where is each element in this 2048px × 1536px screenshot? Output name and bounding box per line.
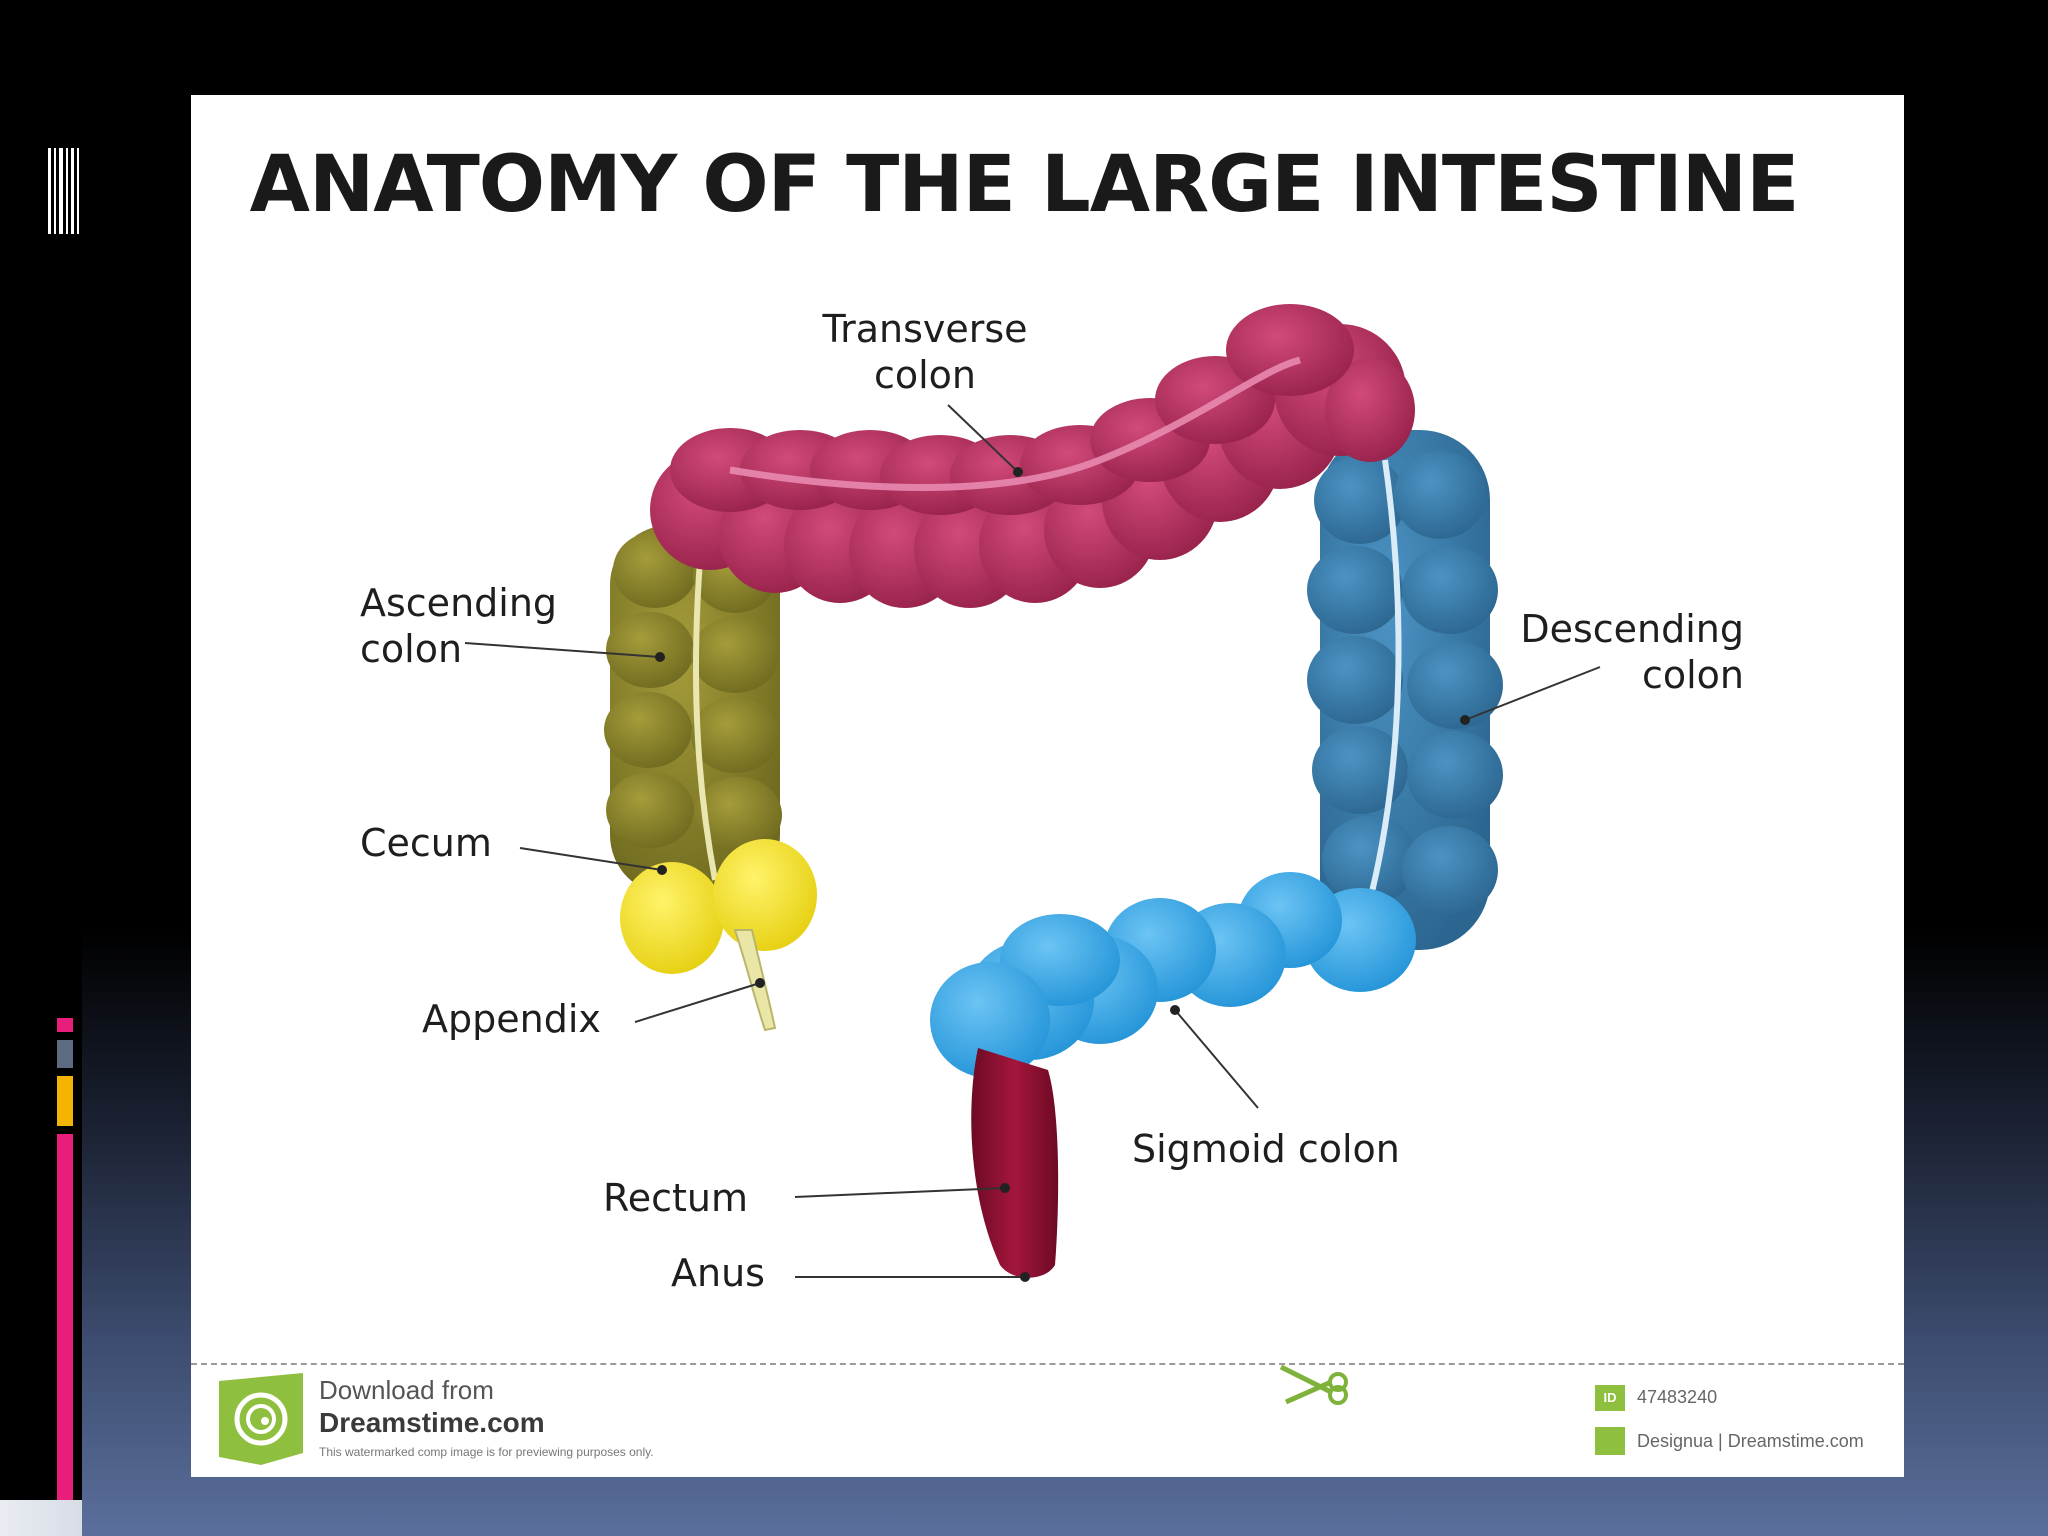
- diagram-title: ANATOMY OF THE LARGE INTESTINE: [249, 140, 1800, 230]
- pointer-dots: [655, 467, 1470, 1282]
- barcode-decoration: [48, 148, 79, 234]
- watermark-notice-text: This watermarked comp image is for previ…: [319, 1445, 654, 1459]
- author-icon: [1595, 1427, 1625, 1455]
- cecum-shape: [620, 839, 817, 974]
- label-appendix: Appendix: [422, 997, 601, 1041]
- left-strip: [0, 0, 82, 1536]
- pointer-lines: [464, 404, 1601, 1278]
- label-transverse-colon: Transverse colon: [822, 307, 1028, 397]
- scissors-icon: [1279, 1364, 1348, 1405]
- image-id-text: 47483240: [1637, 1387, 1718, 1407]
- label-sigmoid-colon: Sigmoid colon: [1132, 1127, 1400, 1171]
- label-cecum: Cecum: [360, 821, 492, 865]
- transverse-colon-shape: [650, 304, 1415, 608]
- dreamstime-logo-icon: [219, 1373, 303, 1465]
- watermark-footer: Download from Dreamstime.com This waterm…: [191, 1363, 1904, 1477]
- dreamstime-site-text: Dreamstime.com: [319, 1407, 545, 1438]
- author-credit-text: Designua | Dreamstime.com: [1637, 1431, 1864, 1451]
- rectum-shape: [971, 1048, 1059, 1278]
- left-strip-bottom-band: [0, 1500, 82, 1536]
- image-id-badge: ID: [1595, 1385, 1625, 1411]
- label-anus: Anus: [671, 1251, 765, 1295]
- accent-bar-pink-top: [57, 1018, 73, 1032]
- sigmoid-colon-shape: [930, 872, 1416, 1078]
- label-ascending-colon: Ascending colon: [360, 581, 558, 671]
- label-descending-colon: Descending colon: [1520, 607, 1744, 697]
- download-from-text: Download from: [319, 1375, 494, 1405]
- appendix-shape: [733, 929, 777, 1032]
- accent-bar-yellow: [57, 1076, 73, 1126]
- accent-bar-pink: [57, 1134, 73, 1508]
- accent-bar-slate: [57, 1040, 73, 1068]
- label-rectum: Rectum: [603, 1176, 748, 1220]
- descending-colon-shape: [1307, 430, 1503, 950]
